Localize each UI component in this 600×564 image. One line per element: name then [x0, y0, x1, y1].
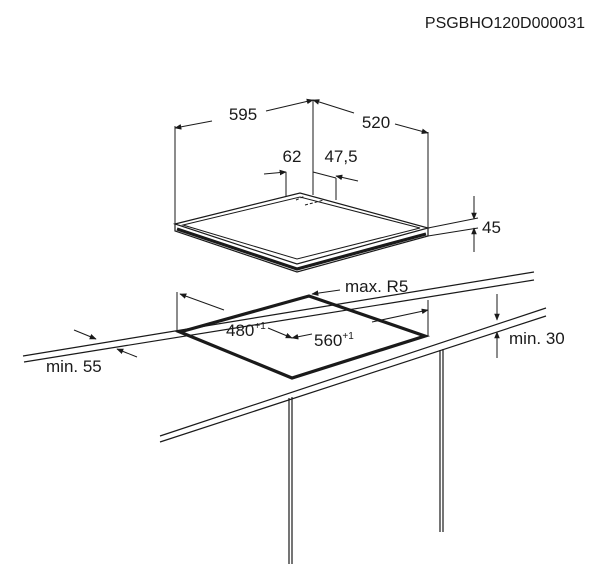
min-30-label: min. 30 [509, 329, 565, 348]
dimension-520: 520 [312, 99, 429, 135]
dimension-depth-label: 520 [362, 113, 390, 132]
corner-radius-label: max. R5 [345, 277, 408, 296]
min-55-label: min. 55 [46, 357, 102, 376]
corner-radius-callout: max. R5 [311, 277, 408, 296]
dimension-min-55: min. 55 [46, 329, 138, 376]
cutout-drawing [175, 292, 431, 380]
svg-text:480+1: 480+1 [226, 321, 266, 340]
dimension-height-label: 45 [482, 218, 501, 237]
worktop-drawing [22, 271, 547, 564]
hob-drawing [172, 100, 479, 273]
dimension-560-tolerance: +1 [342, 331, 354, 342]
dimension-480: 480+1 [179, 293, 293, 340]
svg-text:560+1: 560+1 [314, 331, 354, 350]
dimension-480-label: 480 [226, 321, 254, 340]
dimension-45: 45 [471, 196, 501, 252]
dimension-595: 595 [174, 98, 314, 130]
dimension-560-label: 560 [314, 331, 342, 350]
dimension-width-label: 595 [229, 105, 257, 124]
dimension-560: 560+1 [291, 308, 429, 350]
dimension-connector: 62 47,5 [263, 147, 359, 182]
dimension-47-5-label: 47,5 [324, 147, 357, 166]
dimension-min-30: min. 30 [494, 294, 565, 358]
document-code: PSGBHO120D000031 [425, 15, 585, 32]
dimension-62-label: 62 [283, 147, 302, 166]
dimension-480-tolerance: +1 [254, 321, 266, 332]
